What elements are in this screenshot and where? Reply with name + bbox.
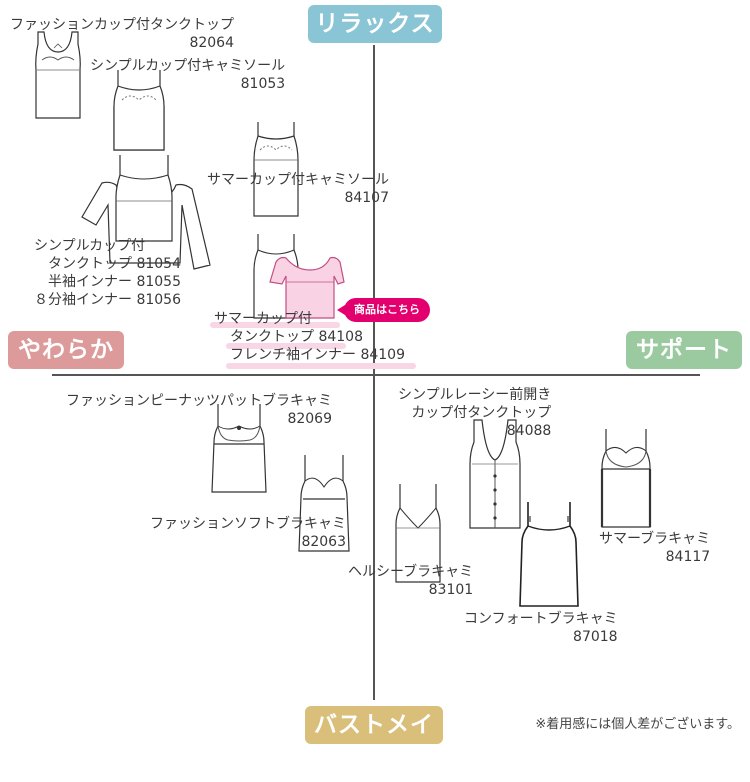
camisole-icon [250, 120, 302, 218]
product-label-82064: ファッションカップ付タンクトップ 82064 [10, 16, 234, 52]
product-code: 82063 [301, 534, 346, 550]
product-label-84088: シンプルレーシー前開き カップ付タンクトップ 84088 [398, 386, 551, 440]
product-label-81054: シンプルカップ付 タンクトップ 81054 半袖インナー 81055 ８分袖イン… [34, 237, 181, 309]
product-code: 83101 [428, 582, 474, 598]
product-link-badge[interactable]: 商品はこちら [337, 298, 430, 322]
product-name: コンフォートブラキャミ [464, 611, 618, 627]
product-code: フレンチ袖インナー 84109 [230, 347, 405, 363]
bra-camisole-icon [208, 402, 270, 494]
product-label-87018: コンフォートブラキャミ 87018 [464, 610, 618, 646]
product-code: 82069 [287, 411, 332, 427]
vertical-axis [373, 45, 375, 700]
product-label-84107: サマーカップ付キャミソール 84107 [207, 171, 389, 207]
product-code: 84117 [665, 549, 711, 565]
product-label-83101: ヘルシーブラキャミ 83101 [348, 563, 473, 599]
product-code: 半袖インナー 81055 [48, 274, 181, 290]
tank-top-icon [30, 30, 86, 120]
product-code: 84088 [506, 423, 552, 439]
product-code: 87018 [573, 629, 618, 645]
positioning-map: リラックス バストメイク やわらか サポート ファッションカップ付タンクトップ … [8, 5, 742, 776]
product-code: ８分袖インナー 81056 [34, 292, 181, 308]
highlight-bar [226, 363, 416, 369]
product-name: ヘルシーブラキャミ [348, 564, 474, 580]
front-open-icon [466, 418, 524, 530]
bra-camisole-icon [392, 482, 444, 584]
disclaimer-note: ※着用感には個人差がございます。 [535, 717, 740, 732]
pole-support: サポート [626, 331, 742, 369]
product-code: タンクトップ 84108 [230, 329, 363, 345]
product-name: シンプルカップ付 [34, 238, 146, 254]
product-code: タンクトップ 81054 [48, 256, 181, 272]
product-label-84108: サマーカップ付 タンクトップ 84108 フレンチ袖インナー 84109 [214, 310, 405, 364]
highlight-bar [226, 343, 346, 349]
pole-soft: やわらか [8, 331, 124, 369]
product-name: ファッションピーナッツパットブラキャミ [66, 393, 332, 409]
pole-bustmake: バストメイク [305, 706, 443, 776]
product-label-82069: ファッションピーナッツパットブラキャミ 82069 [66, 392, 332, 428]
product-name: サマーカップ付キャミソール [207, 172, 389, 188]
highlight-bar [210, 322, 340, 328]
product-name: サマーカップ付 [214, 311, 312, 327]
product-name: ファッションカップ付タンクトップ [10, 17, 234, 33]
product-name: シンプルカップ付キャミソール [90, 58, 286, 74]
bra-camisole-icon [516, 500, 582, 608]
pole-relax: リラックス [308, 5, 442, 43]
product-name: カップ付タンクトップ [411, 405, 552, 421]
product-label-82063: ファッションソフトブラキャミ 82063 [150, 515, 346, 551]
product-code: 84107 [344, 190, 389, 206]
camisole-icon [108, 68, 170, 152]
product-name: シンプルレーシー前開き [398, 387, 552, 403]
product-code: 82064 [189, 35, 234, 51]
product-name: サマーブラキャミ [599, 531, 711, 547]
bra-camisole-icon [598, 427, 654, 529]
product-label-84117: サマーブラキャミ 84117 [599, 530, 710, 566]
french-sleeve-icon [252, 232, 345, 320]
product-label-81053: シンプルカップ付キャミソール 81053 [90, 57, 285, 93]
horizontal-axis [52, 374, 700, 376]
product-name: ファッションソフトブラキャミ [150, 516, 346, 532]
sleeve-inner-icon [80, 153, 212, 271]
product-code: 81053 [240, 76, 286, 92]
bra-camisole-icon [295, 453, 353, 553]
